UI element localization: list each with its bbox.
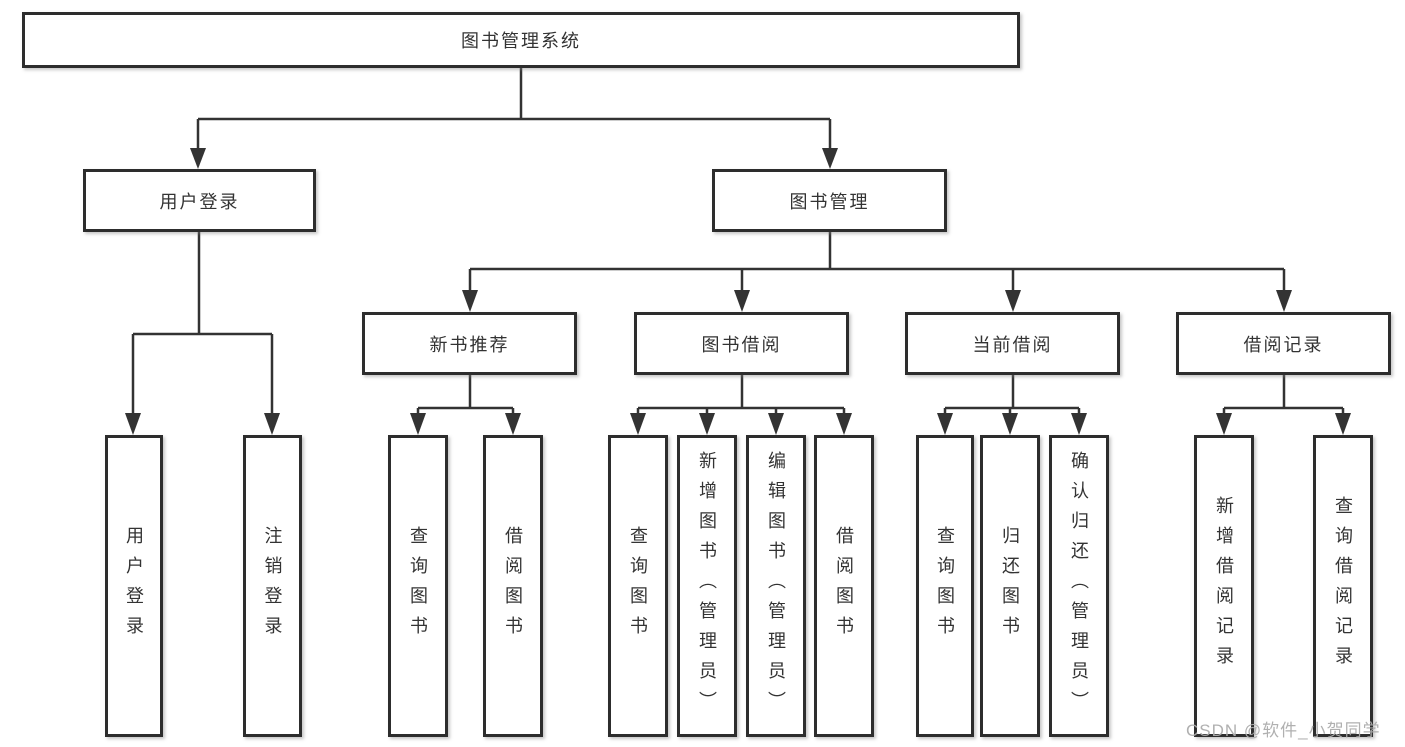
- node-borrowing-records-label: 借阅记录: [1243, 334, 1324, 355]
- leaf-borrow-books-1: 借阅图书: [483, 435, 543, 737]
- arrowheads: [125, 148, 1351, 435]
- node-user-login-label: 用户登录: [159, 191, 240, 212]
- leaf-return-book-label: 归还图书: [1000, 526, 1020, 646]
- leaf-query-books-3: 查询图书: [916, 435, 974, 737]
- leaf-add-borrow-record: 新增借阅记录: [1194, 435, 1254, 737]
- leaf-query-books-3-label: 查询图书: [935, 526, 955, 646]
- leaf-query-borrow-record-label: 查询借阅记录: [1333, 496, 1353, 676]
- leaf-add-book-admin: 新增图书（管理员）: [677, 435, 737, 737]
- node-book-management: 图书管理: [712, 169, 947, 232]
- leaf-confirm-return-admin-label: 确认归还（管理员）: [1069, 451, 1089, 721]
- node-user-login: 用户登录: [83, 169, 316, 232]
- leaf-query-books-2-label: 查询图书: [628, 526, 648, 646]
- leaf-query-borrow-record: 查询借阅记录: [1313, 435, 1373, 737]
- leaf-query-books-1: 查询图书: [388, 435, 448, 737]
- leaf-user-login: 用户登录: [105, 435, 163, 737]
- leaf-borrow-books-2: 借阅图书: [814, 435, 874, 737]
- leaf-edit-book-admin: 编辑图书（管理员）: [746, 435, 806, 737]
- node-new-book-recommend-label: 新书推荐: [429, 334, 510, 355]
- leaf-logout: 注销登录: [243, 435, 302, 737]
- leaf-add-borrow-record-label: 新增借阅记录: [1214, 496, 1234, 676]
- leaf-query-books-1-label: 查询图书: [408, 526, 428, 646]
- leaf-query-books-2: 查询图书: [608, 435, 668, 737]
- node-borrowing-records: 借阅记录: [1176, 312, 1391, 375]
- node-new-book-recommend: 新书推荐: [362, 312, 577, 375]
- node-current-borrowing-label: 当前借阅: [972, 334, 1053, 355]
- node-book-borrowing: 图书借阅: [634, 312, 849, 375]
- node-book-management-label: 图书管理: [789, 191, 870, 212]
- node-root: 图书管理系统: [22, 12, 1020, 68]
- leaf-borrow-books-1-label: 借阅图书: [503, 526, 523, 646]
- node-book-borrowing-label: 图书借阅: [701, 334, 782, 355]
- node-root-label: 图书管理系统: [461, 31, 581, 51]
- watermark: CSDN @软件_小贺同学: [1186, 721, 1381, 740]
- leaf-add-book-admin-label: 新增图书（管理员）: [697, 451, 717, 721]
- leaf-borrow-books-2-label: 借阅图书: [834, 526, 854, 646]
- leaf-edit-book-admin-label: 编辑图书（管理员）: [766, 451, 786, 721]
- leaf-user-login-label: 用户登录: [124, 526, 144, 646]
- leaf-logout-label: 注销登录: [262, 526, 283, 646]
- leaf-confirm-return-admin: 确认归还（管理员）: [1049, 435, 1109, 737]
- leaf-return-book: 归还图书: [980, 435, 1040, 737]
- node-current-borrowing: 当前借阅: [905, 312, 1120, 375]
